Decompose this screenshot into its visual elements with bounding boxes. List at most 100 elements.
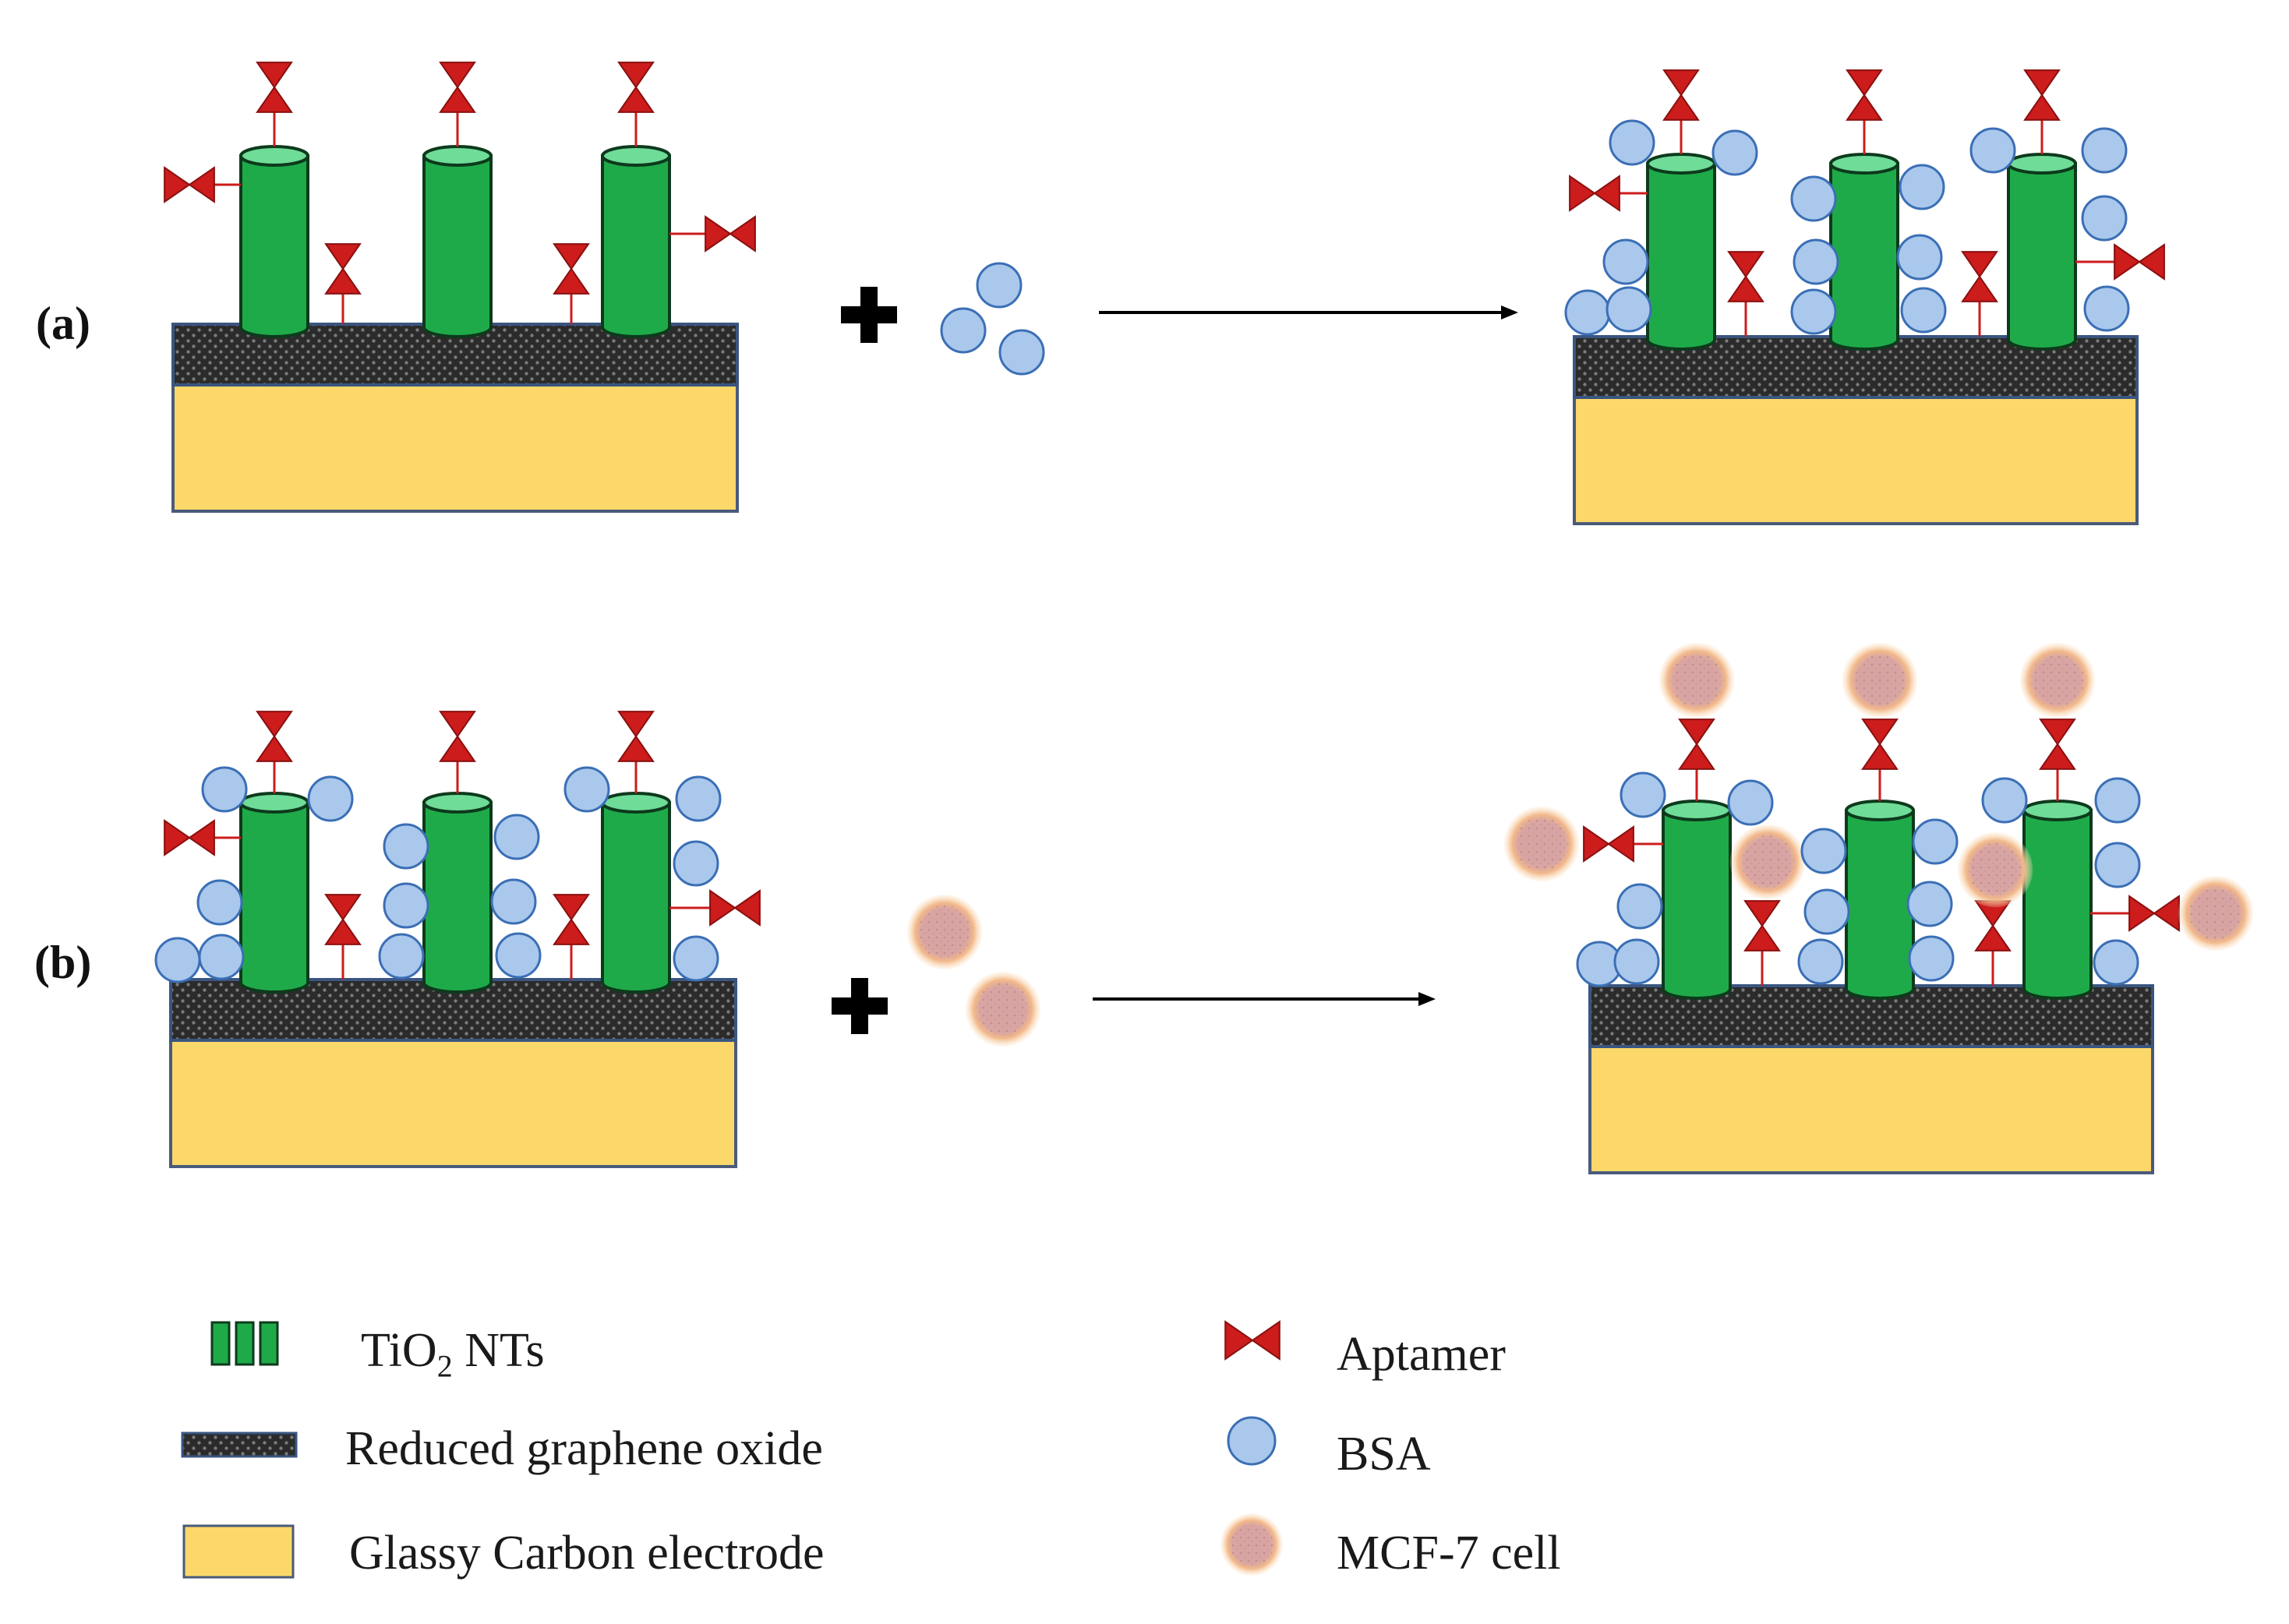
aptamer-upper — [1861, 718, 1899, 746]
bsa-protein — [1564, 289, 1611, 336]
aptamer-right — [188, 819, 215, 856]
bsa-protein — [2083, 285, 2130, 332]
aptamer-vertical — [1961, 251, 1998, 337]
electrode — [169, 978, 737, 1168]
panel-label-a: (a) — [36, 298, 90, 349]
nanotube-base-fill — [242, 316, 306, 327]
aptamer-vertical — [1678, 718, 1715, 801]
bsa-protein — [2093, 939, 2139, 986]
aptamer-horizontal — [164, 819, 241, 856]
nanotube-body — [2022, 809, 2093, 990]
aptamer-lower — [1678, 743, 1715, 770]
bsa-protein — [998, 329, 1045, 376]
aptamer-lower — [1662, 94, 1700, 121]
aptamer-right — [188, 166, 215, 203]
aptamer-vertical — [256, 711, 293, 793]
glassy-carbon-electrode — [1588, 1040, 2154, 1174]
green-tube-icon — [259, 1321, 279, 1366]
cell-texture — [1740, 835, 1795, 889]
red-bowtie-icon — [1224, 1320, 1254, 1361]
plus-sign — [841, 287, 897, 343]
nanotube-base-fill — [1649, 329, 1713, 340]
nanotube-top — [601, 792, 671, 814]
legend-label-cell: MCF-7 cell — [1337, 1527, 1561, 1580]
electrode — [1588, 984, 2154, 1174]
bsa-protein — [1800, 828, 1847, 874]
aptamer-left — [2128, 895, 2156, 932]
aptamer-vertical — [439, 711, 476, 793]
bsa-protein — [1605, 286, 1652, 333]
aptamer-horizontal — [164, 166, 241, 203]
bsa-protein — [154, 937, 201, 983]
aptamer-vertical — [2039, 718, 2076, 801]
bsa-protein — [1899, 164, 1945, 210]
aptamer-left — [164, 819, 191, 856]
aptamer-vertical — [324, 894, 362, 980]
nanotube-base-fill — [1848, 978, 1912, 989]
nanotube-top — [239, 145, 309, 167]
bsa-protein — [673, 935, 719, 982]
aptamer-left — [2114, 243, 2141, 281]
bsa-protein — [198, 934, 245, 980]
bsa-protein — [1896, 234, 1943, 281]
aptamer-upper — [1961, 251, 1998, 278]
mcf7-cell — [1503, 806, 1580, 882]
aptamer-vertical — [1662, 69, 1700, 154]
nanotube-base-fill — [426, 972, 489, 983]
aptamer-right — [733, 889, 761, 927]
arrow-head — [1418, 992, 1436, 1006]
aptamer-left — [164, 166, 191, 203]
aptamer-lower — [439, 86, 476, 113]
aptamer-upper — [1846, 69, 1883, 97]
aptamer-lower — [1961, 275, 1998, 302]
glassy-carbon-electrode — [171, 379, 739, 513]
pink-cell-texture — [1230, 1523, 1273, 1566]
aptamer-lower — [1974, 924, 2012, 951]
bsa-protein — [1711, 129, 1758, 176]
bsa-protein — [1912, 818, 1959, 865]
nanotube-base-fill — [604, 972, 668, 983]
bsa-protein — [495, 932, 542, 979]
bsa-protein — [1908, 935, 1955, 982]
legend-label-tio2: TiO2 NTs — [361, 1324, 545, 1384]
aptamer-horizontal — [669, 215, 756, 252]
aptamer-horizontal — [1569, 175, 1648, 212]
cell-texture — [2188, 886, 2243, 941]
aptamer-lower — [324, 267, 362, 295]
dark-dotted-bar-icon — [181, 1432, 298, 1458]
aptamer-upper — [439, 711, 476, 738]
aptamer-horizontal — [2090, 895, 2180, 932]
aptamer-vertical — [256, 62, 293, 147]
nanotube-body — [1662, 809, 1732, 990]
aptamer-left — [709, 889, 737, 927]
bsa-protein — [1793, 238, 1839, 285]
nanotube-base-fill — [242, 972, 306, 983]
aptamer-right — [1607, 825, 1634, 863]
nanotube-body — [422, 801, 493, 984]
plus-horizontal — [832, 997, 888, 1015]
bsa-protein — [1613, 938, 1660, 985]
panel-label-b: (b) — [34, 937, 92, 988]
nanotube-body — [1845, 809, 1915, 990]
bsa-protein — [2081, 127, 2128, 174]
glassy-carbon-electrode — [1573, 391, 2139, 525]
tio2-nanotube — [601, 792, 671, 994]
mcf7-cell — [1658, 642, 1735, 718]
bsa-protein — [2094, 842, 2141, 888]
bsa-protein — [1906, 881, 1953, 927]
mcf7-cell — [965, 971, 1041, 1047]
aptamer-lower — [2039, 743, 2076, 770]
bsa-protein — [1727, 779, 1774, 826]
nanotube-top — [1845, 800, 1915, 821]
aptamer-upper — [256, 62, 293, 89]
nanotube-base-fill — [2010, 329, 2074, 340]
bsa-protein — [1609, 119, 1655, 166]
legend-label-rgo: Reduced graphene oxide — [345, 1422, 823, 1475]
nanotube-body — [239, 801, 309, 984]
aptamer-upper — [2039, 718, 2076, 746]
tio2-nanotube — [2022, 800, 2093, 1000]
cell-texture — [1514, 817, 1569, 871]
nanotube-top — [1662, 800, 1732, 821]
aptamer-vertical — [2023, 69, 2061, 154]
mcf7-cell — [2019, 642, 2096, 718]
